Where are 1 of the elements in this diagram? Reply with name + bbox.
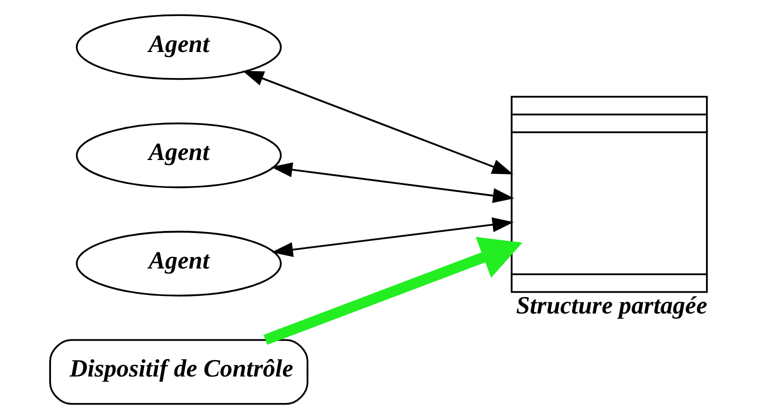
node-label: Structure partagée	[516, 292, 708, 320]
